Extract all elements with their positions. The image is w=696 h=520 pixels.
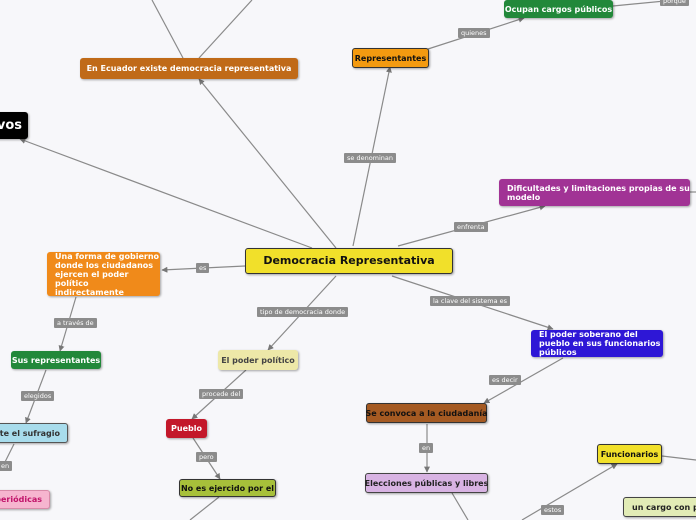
link-label-procede: procede del: [199, 389, 244, 399]
link-label-pero: pero: [196, 452, 217, 462]
link-label-en-left: en: [0, 461, 13, 471]
node-poder-politico[interactable]: El poder político: [218, 350, 298, 370]
link-label-a-traves: a través de: [54, 318, 97, 328]
link-label-porque: porque: [660, 0, 689, 6]
node-poder-soberano[interactable]: El poder soberano del pueblo en sus func…: [531, 330, 663, 357]
link-label-elegidos: elegidos: [21, 391, 55, 401]
node-sus-representantes[interactable]: Sus representantes: [11, 351, 101, 369]
link-label-se-denominan: se denominan: [344, 153, 397, 163]
node-forma-gobierno[interactable]: Una forma de gobierno donde los ciudadan…: [47, 252, 160, 297]
link-label-es: es: [196, 263, 210, 273]
link-label-clave: la clave del sistema es: [430, 296, 511, 306]
node-convoca[interactable]: Se convoca a la ciudadanía: [366, 403, 487, 423]
node-sufragio[interactable]: ante el sufragio: [0, 423, 68, 443]
node-pueblo[interactable]: Pueblo: [166, 419, 207, 438]
node-cargos[interactable]: Ocupan cargos públicos: [504, 0, 613, 18]
link-label-quienes: quienes: [458, 28, 490, 38]
link-label-es-decir: es decir: [489, 375, 521, 385]
node-periodicas[interactable]: periódicas: [0, 490, 50, 509]
node-funcionarios[interactable]: Funcionarios: [597, 444, 662, 464]
link-label-enfrenta: enfrenta: [454, 222, 488, 232]
node-dificultades[interactable]: Dificultades y limitaciones propias de s…: [499, 179, 690, 206]
node-elecciones[interactable]: Elecciones públicas y libres: [365, 473, 488, 493]
node-no-ejercido[interactable]: No es ejercido por el: [179, 479, 276, 497]
link-label-estos: estos: [541, 505, 565, 515]
node-ecuador[interactable]: En Ecuador existe democracia representat…: [80, 58, 298, 79]
node-representantes[interactable]: Representantes: [352, 48, 429, 68]
node-vos[interactable]: vos: [0, 112, 28, 139]
node-cargo-con[interactable]: un cargo con pot: [623, 497, 696, 517]
link-label-en-mid: en: [419, 443, 434, 453]
central-topic[interactable]: Democracia Representativa: [245, 248, 453, 274]
link-label-tipo: tipo de democracia donde: [257, 307, 349, 317]
